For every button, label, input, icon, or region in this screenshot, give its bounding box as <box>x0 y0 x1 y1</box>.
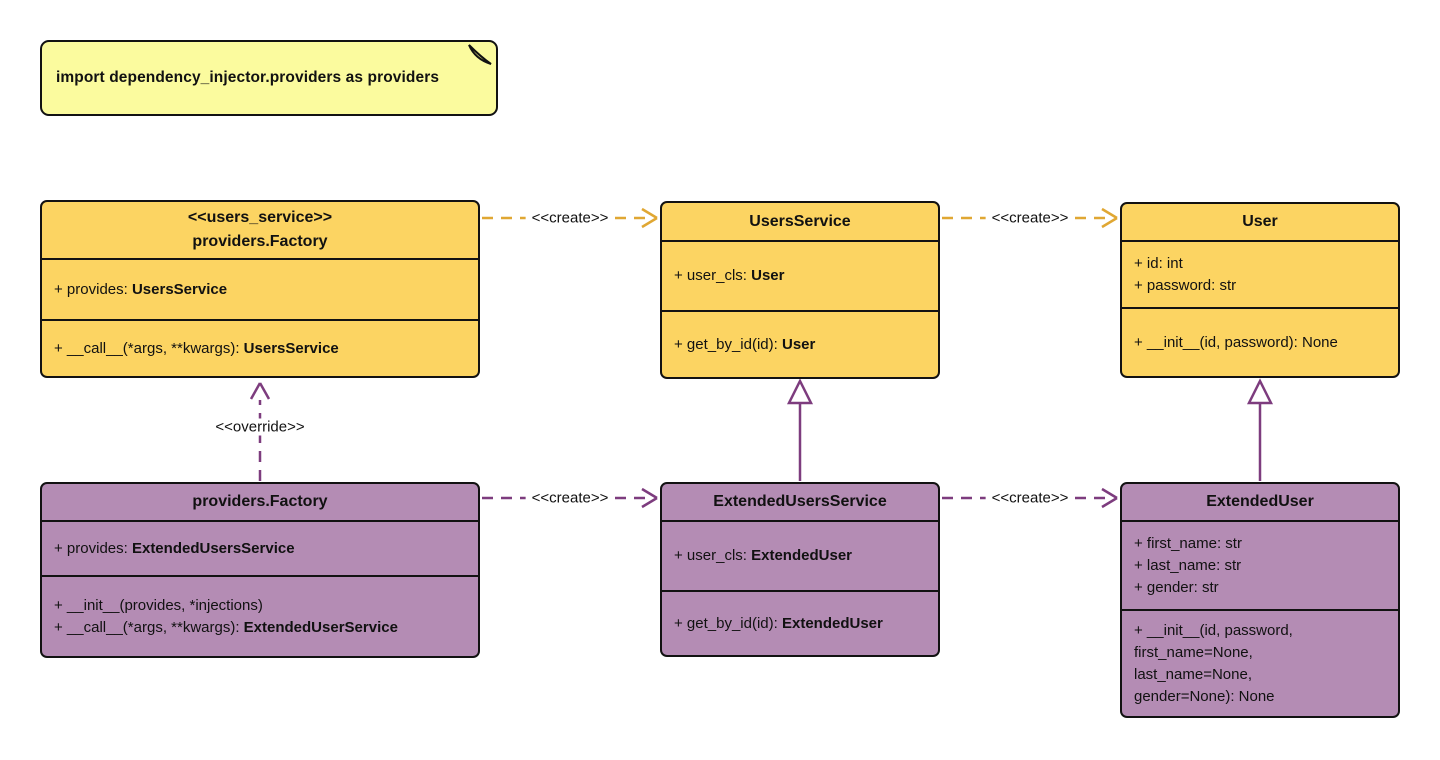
attributes-compartment: + provides: UsersService <box>42 258 478 319</box>
method-line: last_name=None, <box>1134 665 1252 683</box>
class-title: <<users_service>> providers.Factory <box>42 202 478 258</box>
class-users-service: UsersService + user_cls: User + get_by_i… <box>660 201 940 379</box>
class-user: User + id: int + password: str + __init_… <box>1120 202 1400 378</box>
attributes-compartment: + user_cls: ExtendedUser <box>662 520 938 590</box>
methods-compartment: + __init__(id, password, first_name=None… <box>1122 609 1398 716</box>
inheritance-triangle-user <box>1246 378 1274 405</box>
inheritance-triangle-usersservice <box>786 378 814 405</box>
attribute-line: + password: str <box>1134 276 1237 294</box>
create-label-top-left: <<create>> <box>525 209 615 227</box>
create-label-bottom-right: <<create>> <box>985 489 1075 507</box>
class-name: ExtendedUser <box>1206 493 1314 510</box>
attribute-line: + first_name: str <box>1134 534 1242 552</box>
create-arrowhead-usersservice <box>641 207 658 229</box>
class-extended-factory: providers.Factory + provides: ExtendedUs… <box>40 482 480 658</box>
method-line: + get_by_id(id): ExtendedUser <box>674 614 883 632</box>
class-name: providers.Factory <box>192 493 328 510</box>
class-title: ExtendedUsersService <box>662 484 938 520</box>
create-arrowhead-extservice <box>641 487 658 509</box>
note-text: import dependency_injector.providers as … <box>56 69 440 86</box>
class-name: User <box>1242 213 1278 230</box>
attribute-line: + last_name: str <box>1134 556 1242 574</box>
class-title: providers.Factory <box>42 484 478 520</box>
class-extended-user: ExtendedUser + first_name: str + last_na… <box>1120 482 1400 718</box>
class-name: providers.Factory <box>192 233 328 250</box>
method-line: + __init__(provides, *injections) <box>54 596 263 614</box>
methods-compartment: + __init__(id, password): None <box>1122 307 1398 376</box>
methods-compartment: + get_by_id(id): User <box>662 310 938 377</box>
attribute-line: + id: int <box>1134 254 1183 272</box>
override-arrowhead <box>249 382 271 400</box>
class-title: UsersService <box>662 203 938 240</box>
note-fold-icon <box>468 44 492 65</box>
method-line: gender=None): None <box>1134 687 1275 705</box>
class-extended-users-service: ExtendedUsersService + user_cls: Extende… <box>660 482 940 657</box>
create-arrowhead-user <box>1101 207 1118 229</box>
create-label-top-right: <<create>> <box>985 209 1075 227</box>
class-title: ExtendedUser <box>1122 484 1398 520</box>
attribute-line: + user_cls: ExtendedUser <box>674 547 852 564</box>
class-name: UsersService <box>749 212 851 230</box>
override-label: <<override>> <box>209 418 311 436</box>
method-line: + __init__(id, password): None <box>1134 333 1338 351</box>
method-line: + __call__(*args, **kwargs): ExtendedUse… <box>54 618 398 636</box>
methods-compartment: + get_by_id(id): ExtendedUser <box>662 590 938 655</box>
import-note: import dependency_injector.providers as … <box>40 40 498 116</box>
attribute-line: + provides: UsersService <box>54 280 228 298</box>
method-line: first_name=None, <box>1134 643 1253 661</box>
method-line: + __call__(*args, **kwargs): UsersServic… <box>54 339 339 357</box>
attributes-compartment: + id: int + password: str <box>1122 240 1398 307</box>
methods-compartment: + __init__(provides, *injections) + __ca… <box>42 575 478 656</box>
attributes-compartment: + provides: ExtendedUsersService <box>42 520 478 575</box>
create-label-bottom-left: <<create>> <box>525 489 615 507</box>
method-line: + get_by_id(id): User <box>674 335 816 353</box>
attribute-line: + user_cls: User <box>674 267 785 284</box>
attributes-compartment: + first_name: str + last_name: str + gen… <box>1122 520 1398 609</box>
class-users-service-factory: <<users_service>> providers.Factory + pr… <box>40 200 480 378</box>
class-title: User <box>1122 204 1398 240</box>
method-line: + __init__(id, password, <box>1134 621 1293 639</box>
methods-compartment: + __call__(*args, **kwargs): UsersServic… <box>42 319 478 376</box>
attribute-line: + provides: ExtendedUsersService <box>54 539 295 557</box>
attributes-compartment: + user_cls: User <box>662 240 938 310</box>
create-arrowhead-extuser <box>1101 487 1118 509</box>
attribute-line: + gender: str <box>1134 578 1219 596</box>
stereotype-label: <<users_service>> <box>187 209 333 226</box>
class-name: ExtendedUsersService <box>713 493 887 510</box>
